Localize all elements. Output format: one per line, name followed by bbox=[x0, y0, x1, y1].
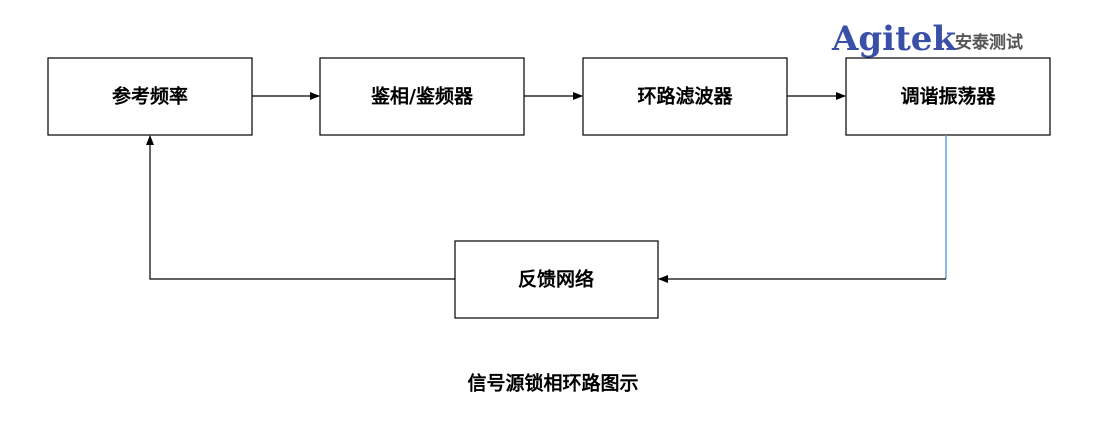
node-vco: 调谐振荡器 bbox=[845, 57, 1051, 136]
node-phase-detector-box bbox=[319, 57, 525, 136]
node-feedback-box bbox=[454, 240, 659, 319]
diagram-caption: 信号源锁相环路图示 bbox=[467, 372, 638, 395]
node-phase-detector-label: 鉴相/鉴频器 bbox=[370, 85, 474, 108]
node-reference-label: 参考频率 bbox=[112, 85, 188, 108]
node-feedback-network: 反馈网络 bbox=[454, 240, 659, 319]
node-vco-box bbox=[845, 57, 1051, 136]
node-loop-filter-label: 环路滤波器 bbox=[637, 85, 733, 108]
node-vco-label: 调谐振荡器 bbox=[900, 85, 996, 108]
agitek-logo: Agitek 安泰测试 bbox=[831, 19, 1023, 59]
node-phase-detector: 鉴相/鉴频器 bbox=[319, 57, 525, 136]
edge-feedback-to-reference bbox=[146, 135, 455, 280]
node-reference-frequency: 参考频率 bbox=[47, 57, 253, 136]
logo-subtitle: 安泰测试 bbox=[955, 32, 1023, 53]
node-reference-box bbox=[47, 57, 253, 136]
node-feedback-label: 反馈网络 bbox=[518, 268, 594, 291]
node-loop-filter-box bbox=[582, 57, 788, 136]
logo-brand: Agitek bbox=[831, 19, 957, 59]
node-loop-filter: 环路滤波器 bbox=[582, 57, 788, 136]
